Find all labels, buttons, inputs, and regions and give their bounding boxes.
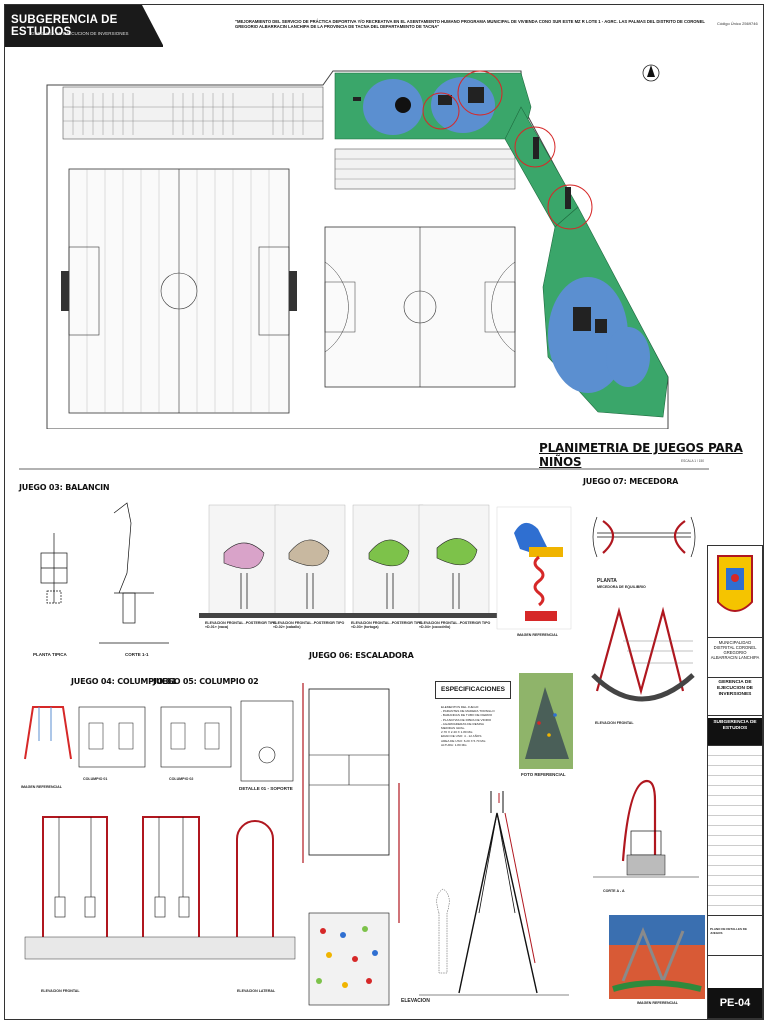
juego03-image-ref: IMAGEN REFERENCIAL xyxy=(517,633,558,637)
sheet-title: PLANO DE DETALLES DE JUEGOS xyxy=(708,926,762,956)
juego07-elev-label: ELEVACION FRONTAL xyxy=(595,721,634,725)
divider-line xyxy=(19,468,709,470)
juego07-planta: PLANTA xyxy=(597,578,617,584)
office-subtitle: GERENCIA DE EJECUCION DE INVERSIONES xyxy=(31,31,129,36)
juego03-title: JUEGO 03: BALANCIN xyxy=(19,483,110,492)
juego04-image-ref: IMAGEN REFERENCIAL xyxy=(21,785,62,789)
juego04-sub: COLUMPIO 01 xyxy=(83,777,108,781)
juego03-planta-label: PLANTA TIPICA xyxy=(33,652,67,657)
juego03-elev-3: ELEVACION FRONTAL -POSTERIOR TIPO «D-03»… xyxy=(351,621,423,630)
juego04-05-drawings xyxy=(24,700,296,960)
office-title: SUBGERENCIA DE ESTUDIOS xyxy=(11,14,118,38)
juego05-elevacion: ELEVACION LATERAL xyxy=(237,989,276,993)
juego07-corte-label: CORTE A - A xyxy=(603,889,625,893)
juego05-title: JUEGO 05: COLUMPIO 02 xyxy=(153,677,259,686)
project-title: "MEJORAMIENTO DEL SERVICIO DE PRÁCTICA D… xyxy=(235,19,705,29)
juego03-elev-4: ELEVACION FRONTAL -POSTERIOR TIPO «D-04»… xyxy=(419,621,491,630)
juego03-elev-1: ELEVACION FRONTAL -POSTERIOR TIPO «D-01»… xyxy=(205,621,277,630)
juego07-planta-sub: MECEDORA DE EQUILIBRIO xyxy=(597,585,646,589)
juego06-drawings xyxy=(302,673,573,1006)
drawing-sheet: SUBGERENCIA DE ESTUDIOS GERENCIA DE EJEC… xyxy=(4,4,764,1020)
juego07-image-ref: IMAGEN REFERENCIAL xyxy=(637,1001,678,1005)
gerencia-name: GERENCIA DE EJECUCION DE INVERSIONES xyxy=(708,678,762,716)
juego06-elevacion: ELEVACION xyxy=(401,998,430,1004)
plan-scale: ESCALA 1 / 150 xyxy=(681,459,705,463)
juego03-drawings xyxy=(40,502,572,644)
project-code: Código Único 2569746 xyxy=(717,21,758,26)
plan-title: PLANIMETRIA DE JUEGOS PARA NIÑOS xyxy=(539,441,743,469)
site-plan xyxy=(46,64,669,429)
municipal-seal xyxy=(708,546,762,638)
header-office-banner: SUBGERENCIA DE ESTUDIOS GERENCIA DE EJEC… xyxy=(5,5,164,47)
juego03-elev-2: ELEVACION FRONTAL -POSTERIOR TIPO «D-02»… xyxy=(273,621,345,630)
juego04-title: JUEGO 04: COLUMPIO 01 xyxy=(71,677,177,686)
seal-icon xyxy=(717,555,753,612)
juego07-drawings xyxy=(591,516,705,999)
juego05-detalle: DETALLE 01 - SOPORTE xyxy=(239,786,293,791)
title-block: MUNICIPALIDAD DISTRITAL CORONEL GREGORIO… xyxy=(707,545,763,1019)
spec-title: ESPECIFICACIONES xyxy=(435,681,511,699)
juego04-elevacion: ELEVACION FRONTAL xyxy=(41,989,80,993)
spec-list: ELEMENTOS DEL JUEGO: - PARANTES DE MADER… xyxy=(441,705,495,747)
sheet-code: PE-04 xyxy=(708,988,762,1018)
subgerencia-name: SUBGERENCIA DE ESTUDIOS xyxy=(708,718,762,746)
juego06-title: JUEGO 06: ESCALADORA xyxy=(309,651,414,660)
municipality-name: MUNICIPALIDAD DISTRITAL CORONEL GREGORIO… xyxy=(708,638,762,678)
juego05-sub: COLUMPIO 02 xyxy=(169,777,194,781)
juego07-title: JUEGO 07: MECEDORA xyxy=(583,477,679,486)
juego03-corte-label: CORTE 1-1 xyxy=(125,652,149,657)
juego06-foto: FOTO REFERENCIAL xyxy=(521,772,566,777)
